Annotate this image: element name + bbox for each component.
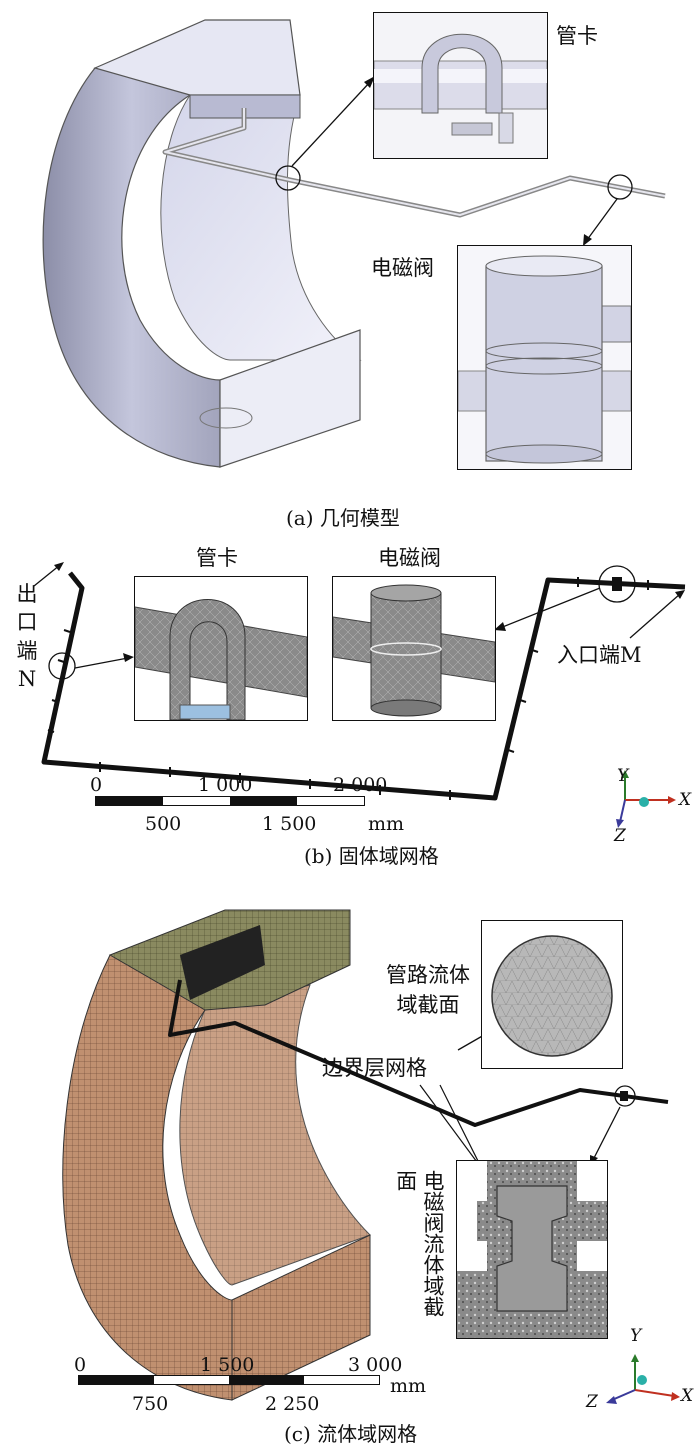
label-boundary-layer: 边界层网格 xyxy=(322,1056,427,1080)
label-pipe-section: 管路流体域截面 xyxy=(386,963,470,1018)
valve-inset xyxy=(457,245,632,470)
scale-b-tick-1500: 1 500 xyxy=(262,813,317,835)
label-valve-section: 电磁阀流体域截面 xyxy=(393,1170,445,1317)
scale-c-tick-750: 750 xyxy=(132,1393,169,1415)
clamp-mesh-inset xyxy=(134,576,308,721)
label-outlet: 出口端N xyxy=(16,582,38,692)
axis-c-x: X xyxy=(681,1386,694,1406)
caption-a: (a) 几何模型 xyxy=(286,506,400,530)
solid-mesh-drawing xyxy=(33,562,686,801)
caption-b: (b) 固体域网格 xyxy=(304,844,439,868)
scale-c-unit: mm xyxy=(390,1375,427,1397)
valve-section-inset xyxy=(456,1160,608,1339)
clamp-inset xyxy=(373,12,548,159)
scale-b-bar xyxy=(95,796,365,806)
geometry-model-drawing xyxy=(42,19,666,468)
scale-c-bar xyxy=(78,1375,380,1385)
scale-c-tick-0: 0 xyxy=(74,1354,87,1376)
scale-c-tick-1500: 1 500 xyxy=(200,1354,255,1376)
axis-b-x: X xyxy=(679,790,692,810)
axis-b-y: Y xyxy=(617,766,629,786)
axis-b-z: Z xyxy=(614,826,626,846)
valve-mesh-inset xyxy=(332,576,496,721)
label-clamp-a: 管卡 xyxy=(556,24,598,48)
axis-triad-b xyxy=(616,770,676,828)
scale-c-tick-2250: 2 250 xyxy=(265,1393,320,1415)
fluid-mesh-drawing xyxy=(62,909,669,1401)
label-valve-b: 电磁阀 xyxy=(378,546,441,570)
axis-c-y: Y xyxy=(630,1326,642,1346)
axis-triad-c xyxy=(606,1354,680,1404)
scale-b-tick-0: 0 xyxy=(90,774,103,796)
caption-c: (c) 流体域网格 xyxy=(284,1422,418,1446)
scale-b-unit: mm xyxy=(368,813,405,835)
pipe-section-inset xyxy=(481,920,623,1069)
scale-b-tick-500: 500 xyxy=(145,813,182,835)
label-inlet: 入口端M xyxy=(557,643,642,667)
label-clamp-b: 管卡 xyxy=(196,546,238,570)
axis-c-z: Z xyxy=(586,1392,598,1412)
scale-c-tick-3000: 3 000 xyxy=(348,1354,403,1376)
scale-b-tick-2000: 2 000 xyxy=(333,774,388,796)
label-valve-a: 电磁阀 xyxy=(371,256,434,280)
scale-b-tick-1000: 1 000 xyxy=(198,774,253,796)
